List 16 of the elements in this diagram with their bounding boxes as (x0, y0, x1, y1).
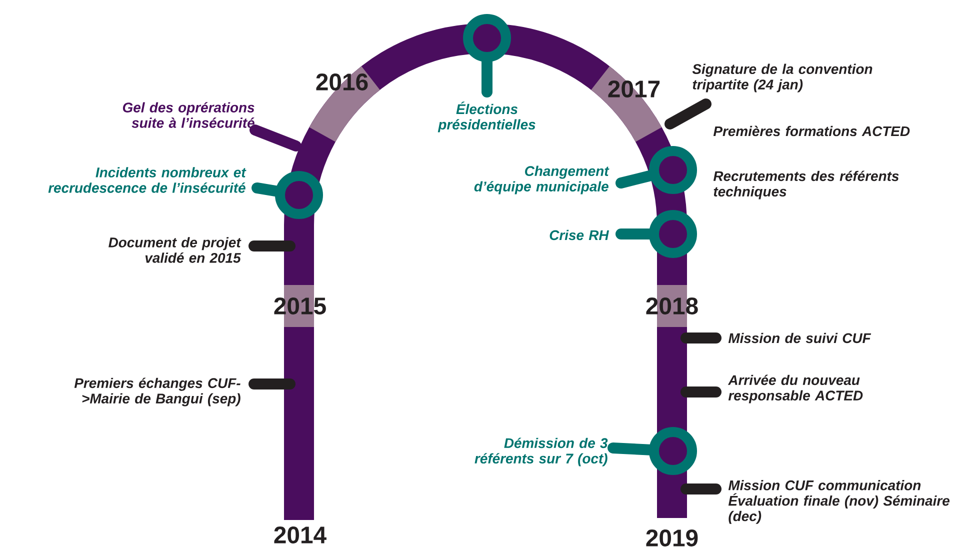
event-label: Signature de la convention tripartite (24 jan) (692, 64, 872, 92)
event-label: Élections présidentielles (438, 102, 536, 132)
event-label: Arrivée du nouveau responsable ACTED (728, 374, 863, 404)
year-label: 2019 (646, 530, 698, 546)
event-label: Recrutements des référents techniques (713, 170, 899, 200)
event-label: Crise RH (550, 230, 610, 240)
event-label: Incidents nombreux et recrudescence de l’insécurité (48, 167, 246, 193)
event-label: Document de projet validé en 2015 (108, 237, 242, 263)
event-label: Mission CUF communication Évaluation finale (nov) Séminaire (dec) (728, 480, 950, 524)
event-label: Mission de suivi CUF (728, 332, 872, 344)
event-label: Premiers échanges CUF->Mairie de Bangui (sep) (74, 378, 240, 406)
event-label: Gel des oprérations suite à l’insécurité (122, 102, 254, 128)
year-label: 2014 (274, 526, 326, 544)
event-label: Premières formations ACTED (713, 126, 910, 136)
event-label: Changement d’équipe municipale (474, 166, 610, 194)
event-label: Démission de 3 référents sur 7 (oct) (474, 438, 608, 466)
